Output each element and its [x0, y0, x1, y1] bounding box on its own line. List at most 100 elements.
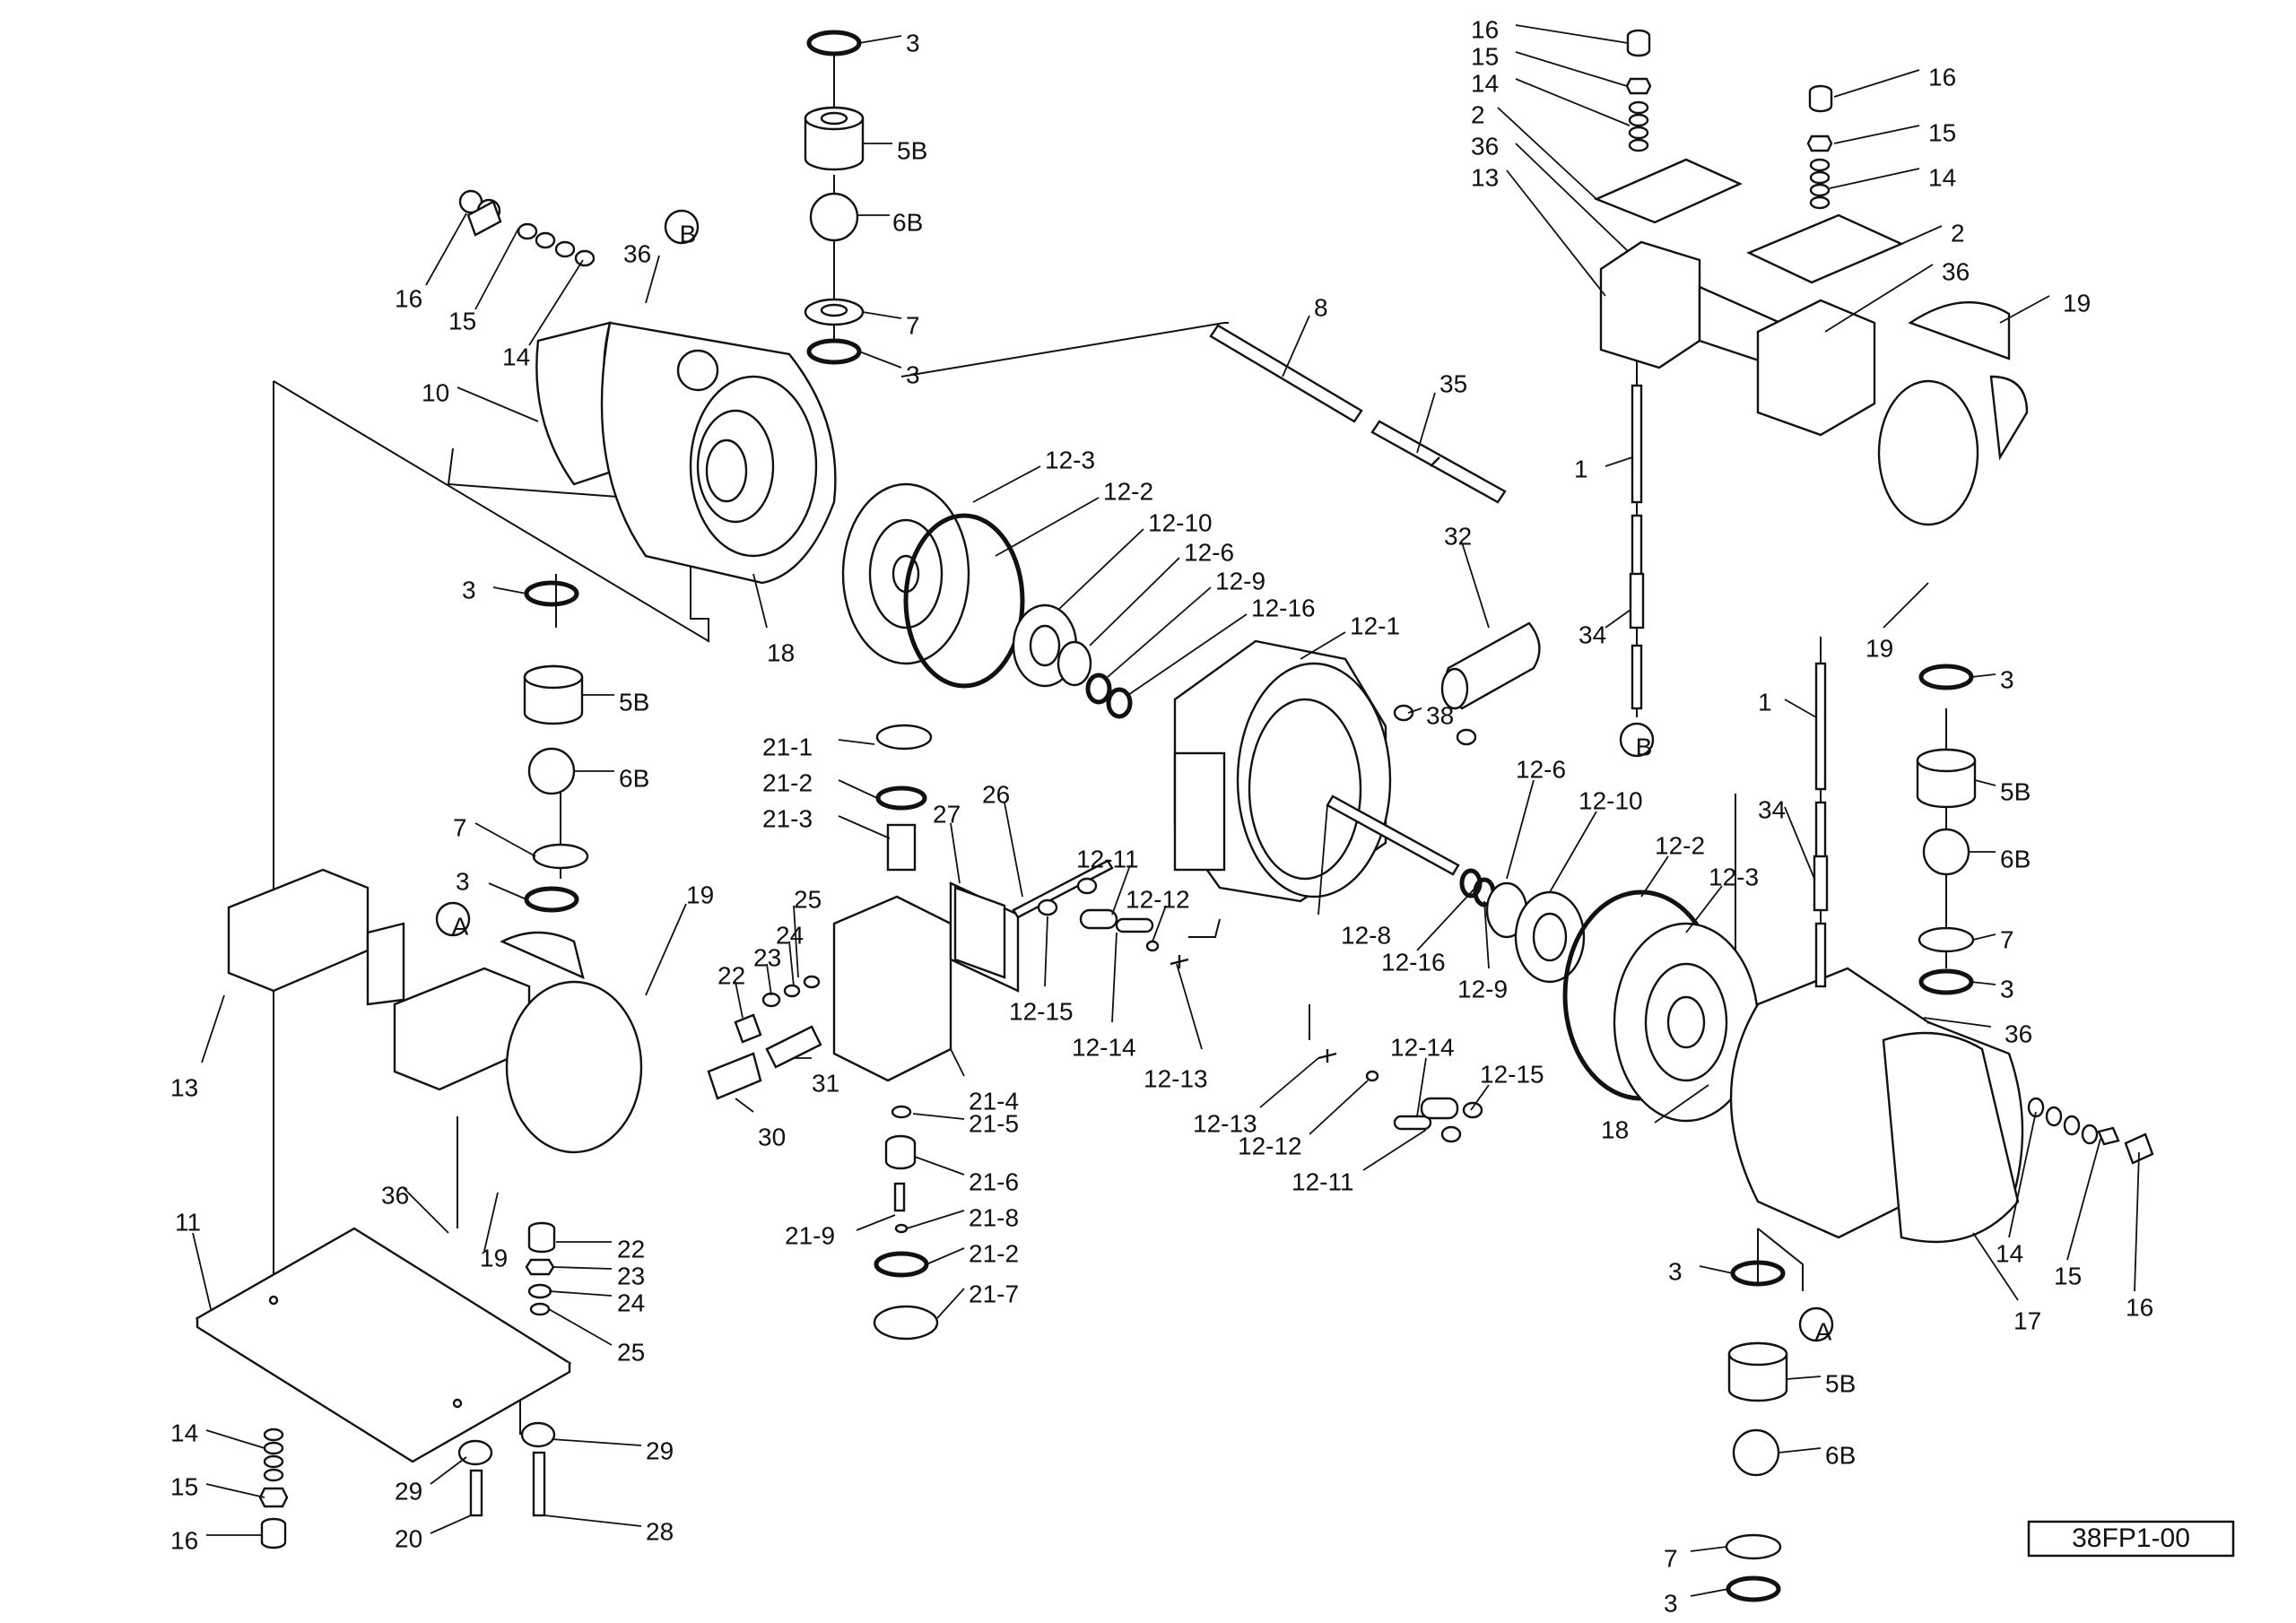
pilot-small-parts	[1037, 877, 1483, 1143]
part-callout-3: 3	[456, 867, 470, 895]
leader-line	[735, 981, 744, 1019]
part-callout-18: 18	[1601, 1115, 1629, 1143]
pilot-rod	[1012, 859, 1114, 919]
part-callout-20: 20	[395, 1524, 422, 1552]
leader-line	[1549, 811, 1597, 893]
leader-line	[2008, 1111, 2037, 1238]
leader-line	[492, 586, 527, 595]
part-callout-16: 16	[395, 284, 422, 312]
leader-line	[1107, 586, 1212, 678]
leader-line	[1362, 1129, 1427, 1171]
drawing-number-box: 38FP1-00	[2027, 1520, 2235, 1558]
left-fastener-set	[466, 200, 596, 267]
leader-line	[1259, 1057, 1319, 1108]
part-callout-15: 15	[448, 307, 476, 334]
part-callout-22: 22	[617, 1235, 645, 1263]
part-callout-27: 27	[933, 800, 961, 828]
leader-line	[1004, 802, 1023, 898]
part-callout-18: 18	[767, 638, 795, 666]
part-callout-21-7: 21-7	[969, 1280, 1019, 1307]
leader-line	[1111, 932, 1118, 1023]
part-callout-6B: 6B	[892, 208, 923, 236]
right-top-fasteners	[1625, 29, 1833, 210]
part-callout-12-10: 12-10	[1578, 786, 1643, 814]
part-callout-7: 7	[1664, 1544, 1678, 1572]
part-callout-19: 19	[480, 1244, 508, 1271]
part-callout-2: 2	[1471, 100, 1485, 128]
part-callout-14: 14	[1996, 1239, 2023, 1267]
part-callout-12-2: 12-2	[1655, 831, 1705, 859]
leader-line	[856, 1214, 896, 1231]
leader-line	[1699, 1265, 1734, 1274]
leader-line	[205, 1429, 265, 1449]
part-callout-12-3: 12-3	[1709, 863, 1759, 890]
leader-line	[1605, 609, 1631, 629]
leader-line	[1044, 916, 1048, 987]
leader-line	[1176, 963, 1203, 1050]
leader-line	[1778, 1447, 1822, 1454]
part-callout-12-15: 12-15	[1009, 997, 1074, 1025]
part-callout-12-1: 12-1	[1350, 612, 1400, 639]
part-callout-16: 16	[1471, 15, 1499, 43]
part-callout-21-2: 21-2	[762, 768, 813, 796]
part-callout-16: 16	[1928, 63, 1956, 91]
part-callout-11: 11	[175, 1208, 201, 1236]
part-callout-5B: 5B	[1825, 1369, 1856, 1397]
part-callout-25: 25	[617, 1338, 645, 1366]
leader-line	[1515, 143, 1629, 252]
leader-line	[1972, 933, 1996, 941]
leader-line	[1690, 1546, 1727, 1552]
part-callout-13: 13	[1471, 163, 1499, 191]
part-callout-13: 13	[170, 1073, 198, 1101]
leader-line	[474, 228, 519, 310]
part-callout-5B: 5B	[897, 136, 927, 164]
part-callout-14: 14	[1471, 69, 1499, 97]
part-callout-36: 36	[2005, 1020, 2032, 1047]
part-callout-12-15: 12-15	[1480, 1060, 1544, 1088]
leader-line	[1833, 69, 1920, 98]
leader-line	[403, 1187, 449, 1234]
leader-line	[483, 1192, 499, 1252]
part-callout-36: 36	[623, 239, 651, 267]
leader-line	[1127, 613, 1248, 696]
leader-line	[1883, 582, 1929, 629]
drawing-number: 38FP1-00	[2072, 1523, 2190, 1553]
plugs	[1393, 704, 1477, 746]
part-callout-12-11: 12-11	[1292, 1167, 1354, 1195]
left-chamber-assembly	[458, 189, 837, 585]
leader-line	[1515, 78, 1631, 126]
part-callout-12-13: 12-13	[1144, 1064, 1208, 1092]
part-callout-36: 36	[1471, 132, 1499, 160]
part-callout-A: A	[452, 912, 469, 940]
leader-line	[457, 386, 539, 422]
part-callout-21-2: 21-2	[969, 1239, 1019, 1267]
part-callout-3: 3	[462, 576, 476, 603]
leader-line	[1972, 1232, 2019, 1301]
part-callout-21-6: 21-6	[969, 1167, 1019, 1195]
part-callout-3: 3	[2000, 665, 2014, 693]
tie-rods	[1629, 384, 1829, 988]
leader-line	[488, 882, 527, 900]
part-callout-12-10: 12-10	[1148, 508, 1213, 536]
leader-line	[1483, 900, 1490, 969]
leader-line	[1515, 51, 1628, 87]
part-callout-24: 24	[617, 1289, 645, 1316]
part-callout-12-13: 12-13	[1193, 1109, 1257, 1137]
part-callout-25: 25	[794, 885, 822, 913]
part-callout-2: 2	[1951, 219, 1965, 247]
part-callout-12-9: 12-9	[1457, 975, 1508, 1002]
part-callout-12-16: 12-16	[1251, 594, 1316, 621]
part-callout-21-8: 21-8	[969, 1203, 1019, 1231]
part-callout-21-3: 21-3	[762, 804, 813, 832]
part-callout-38: 38	[1426, 701, 1454, 729]
part-callout-12-11: 12-11	[1076, 845, 1139, 872]
leader-line	[950, 1048, 965, 1077]
part-callout-31: 31	[812, 1069, 839, 1097]
leader-line	[1470, 1084, 1490, 1111]
leader-line	[1309, 1080, 1369, 1135]
leader-line	[1786, 1376, 1822, 1380]
leader-line	[1282, 315, 1310, 378]
bottom-right-valve-stack	[1725, 1260, 1788, 1602]
leader-line	[430, 1515, 472, 1534]
leader-line	[735, 1098, 754, 1113]
